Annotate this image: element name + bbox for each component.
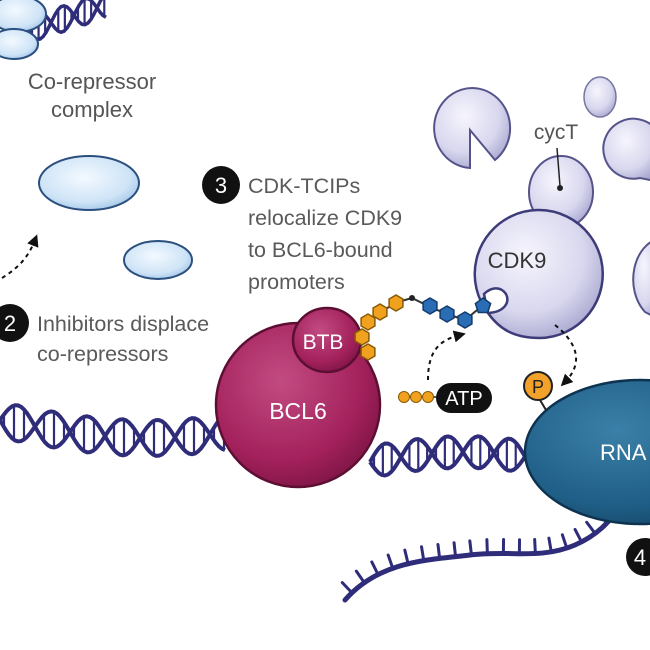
- rna-tick: [533, 538, 537, 556]
- ligand-hexagon: [360, 343, 376, 361]
- corepressor-label-line2: complex: [51, 97, 133, 122]
- atp-label: ATP: [445, 388, 482, 410]
- linker-atom: [409, 295, 415, 301]
- linker-hexagon: [457, 311, 473, 329]
- linker-hexagon: [422, 297, 438, 315]
- rna-tick: [354, 569, 366, 585]
- cdk9-label: CDK9: [488, 248, 547, 273]
- cdk9-background-protein: [433, 87, 512, 170]
- ligand-hexagon: [354, 328, 370, 346]
- rna-tick: [370, 560, 380, 576]
- cyct-label: cycT: [534, 121, 579, 144]
- atp-molecule: ATP: [398, 383, 492, 413]
- displaced-corepressor-small: [123, 240, 193, 280]
- corepressor-label-line1: Co-repressor: [28, 69, 156, 94]
- step-2-text-line1: Inhibitors displace: [37, 312, 209, 336]
- dna-strand: [0, 409, 226, 458]
- step-2-text-line2: co-repressors: [37, 342, 168, 366]
- rna-tick: [452, 541, 458, 559]
- atp-arrow: [427, 330, 466, 381]
- cdk9-background-protein-right-1: [602, 117, 650, 182]
- svg-text:2: 2: [4, 311, 16, 336]
- dna-double-helix: [0, 403, 540, 478]
- step-4-badge: 4: [626, 538, 650, 576]
- cyct-leader-dot: [557, 185, 563, 191]
- bcl6-label: BCL6: [269, 398, 327, 424]
- rna-polymerase: [523, 378, 650, 526]
- step-3-text-line4: promoters: [248, 270, 345, 294]
- phospho-label: P: [532, 377, 544, 397]
- dna-strand: [368, 434, 539, 478]
- cyct-leader-line: [556, 147, 561, 187]
- rna-tick: [403, 548, 410, 566]
- cyct-background-protein: [583, 76, 617, 118]
- ligand-hexagon: [360, 313, 376, 331]
- linker-hexagon: [439, 305, 455, 323]
- displaced-corepressor-large: [38, 155, 140, 211]
- rna-polymerase-label: RNA: [600, 440, 647, 465]
- rna-tick: [386, 553, 395, 570]
- dna-strand: [368, 434, 540, 476]
- rna-tick: [420, 545, 426, 563]
- step-2-badge: 2: [0, 304, 29, 342]
- linker-hexagon: [388, 294, 404, 312]
- step-3-text-line2: relocalize CDK9: [248, 206, 402, 230]
- linker-pentagon: [474, 297, 492, 314]
- step-3-text-line3: to BCL6-bound: [248, 238, 393, 262]
- phospho-stalk: [539, 399, 547, 411]
- phosphorylation-arrow: [554, 324, 578, 387]
- step-3-text-line1: CDK-TCIPs: [248, 174, 360, 198]
- displacement-arrow: [1, 234, 39, 279]
- dna-strand: [0, 403, 227, 458]
- step-3-badge: 3: [202, 166, 240, 204]
- cdk9-background-protein-right-2: [632, 241, 650, 316]
- phospho-group: [523, 371, 553, 401]
- svg-text:3: 3: [215, 173, 227, 198]
- rna-tick: [547, 536, 553, 554]
- rna-tick: [468, 539, 473, 557]
- linker-hexagon: [372, 303, 388, 321]
- rna-tick: [436, 542, 442, 560]
- btb-ligand-hexagons: [354, 313, 376, 361]
- cdk9-protein: [473, 208, 605, 340]
- rna-tick: [573, 527, 584, 544]
- rna-tick: [585, 520, 597, 535]
- corepressor-complex: [0, 0, 47, 60]
- btb-label: BTB: [303, 331, 344, 354]
- rna-transcript: [340, 500, 625, 603]
- rna-tick: [340, 581, 354, 595]
- rna-tick: [560, 533, 569, 550]
- cdk-tcip-linker: [367, 294, 492, 329]
- dna-strand: [26, 0, 104, 42]
- svg-text:4: 4: [634, 545, 646, 570]
